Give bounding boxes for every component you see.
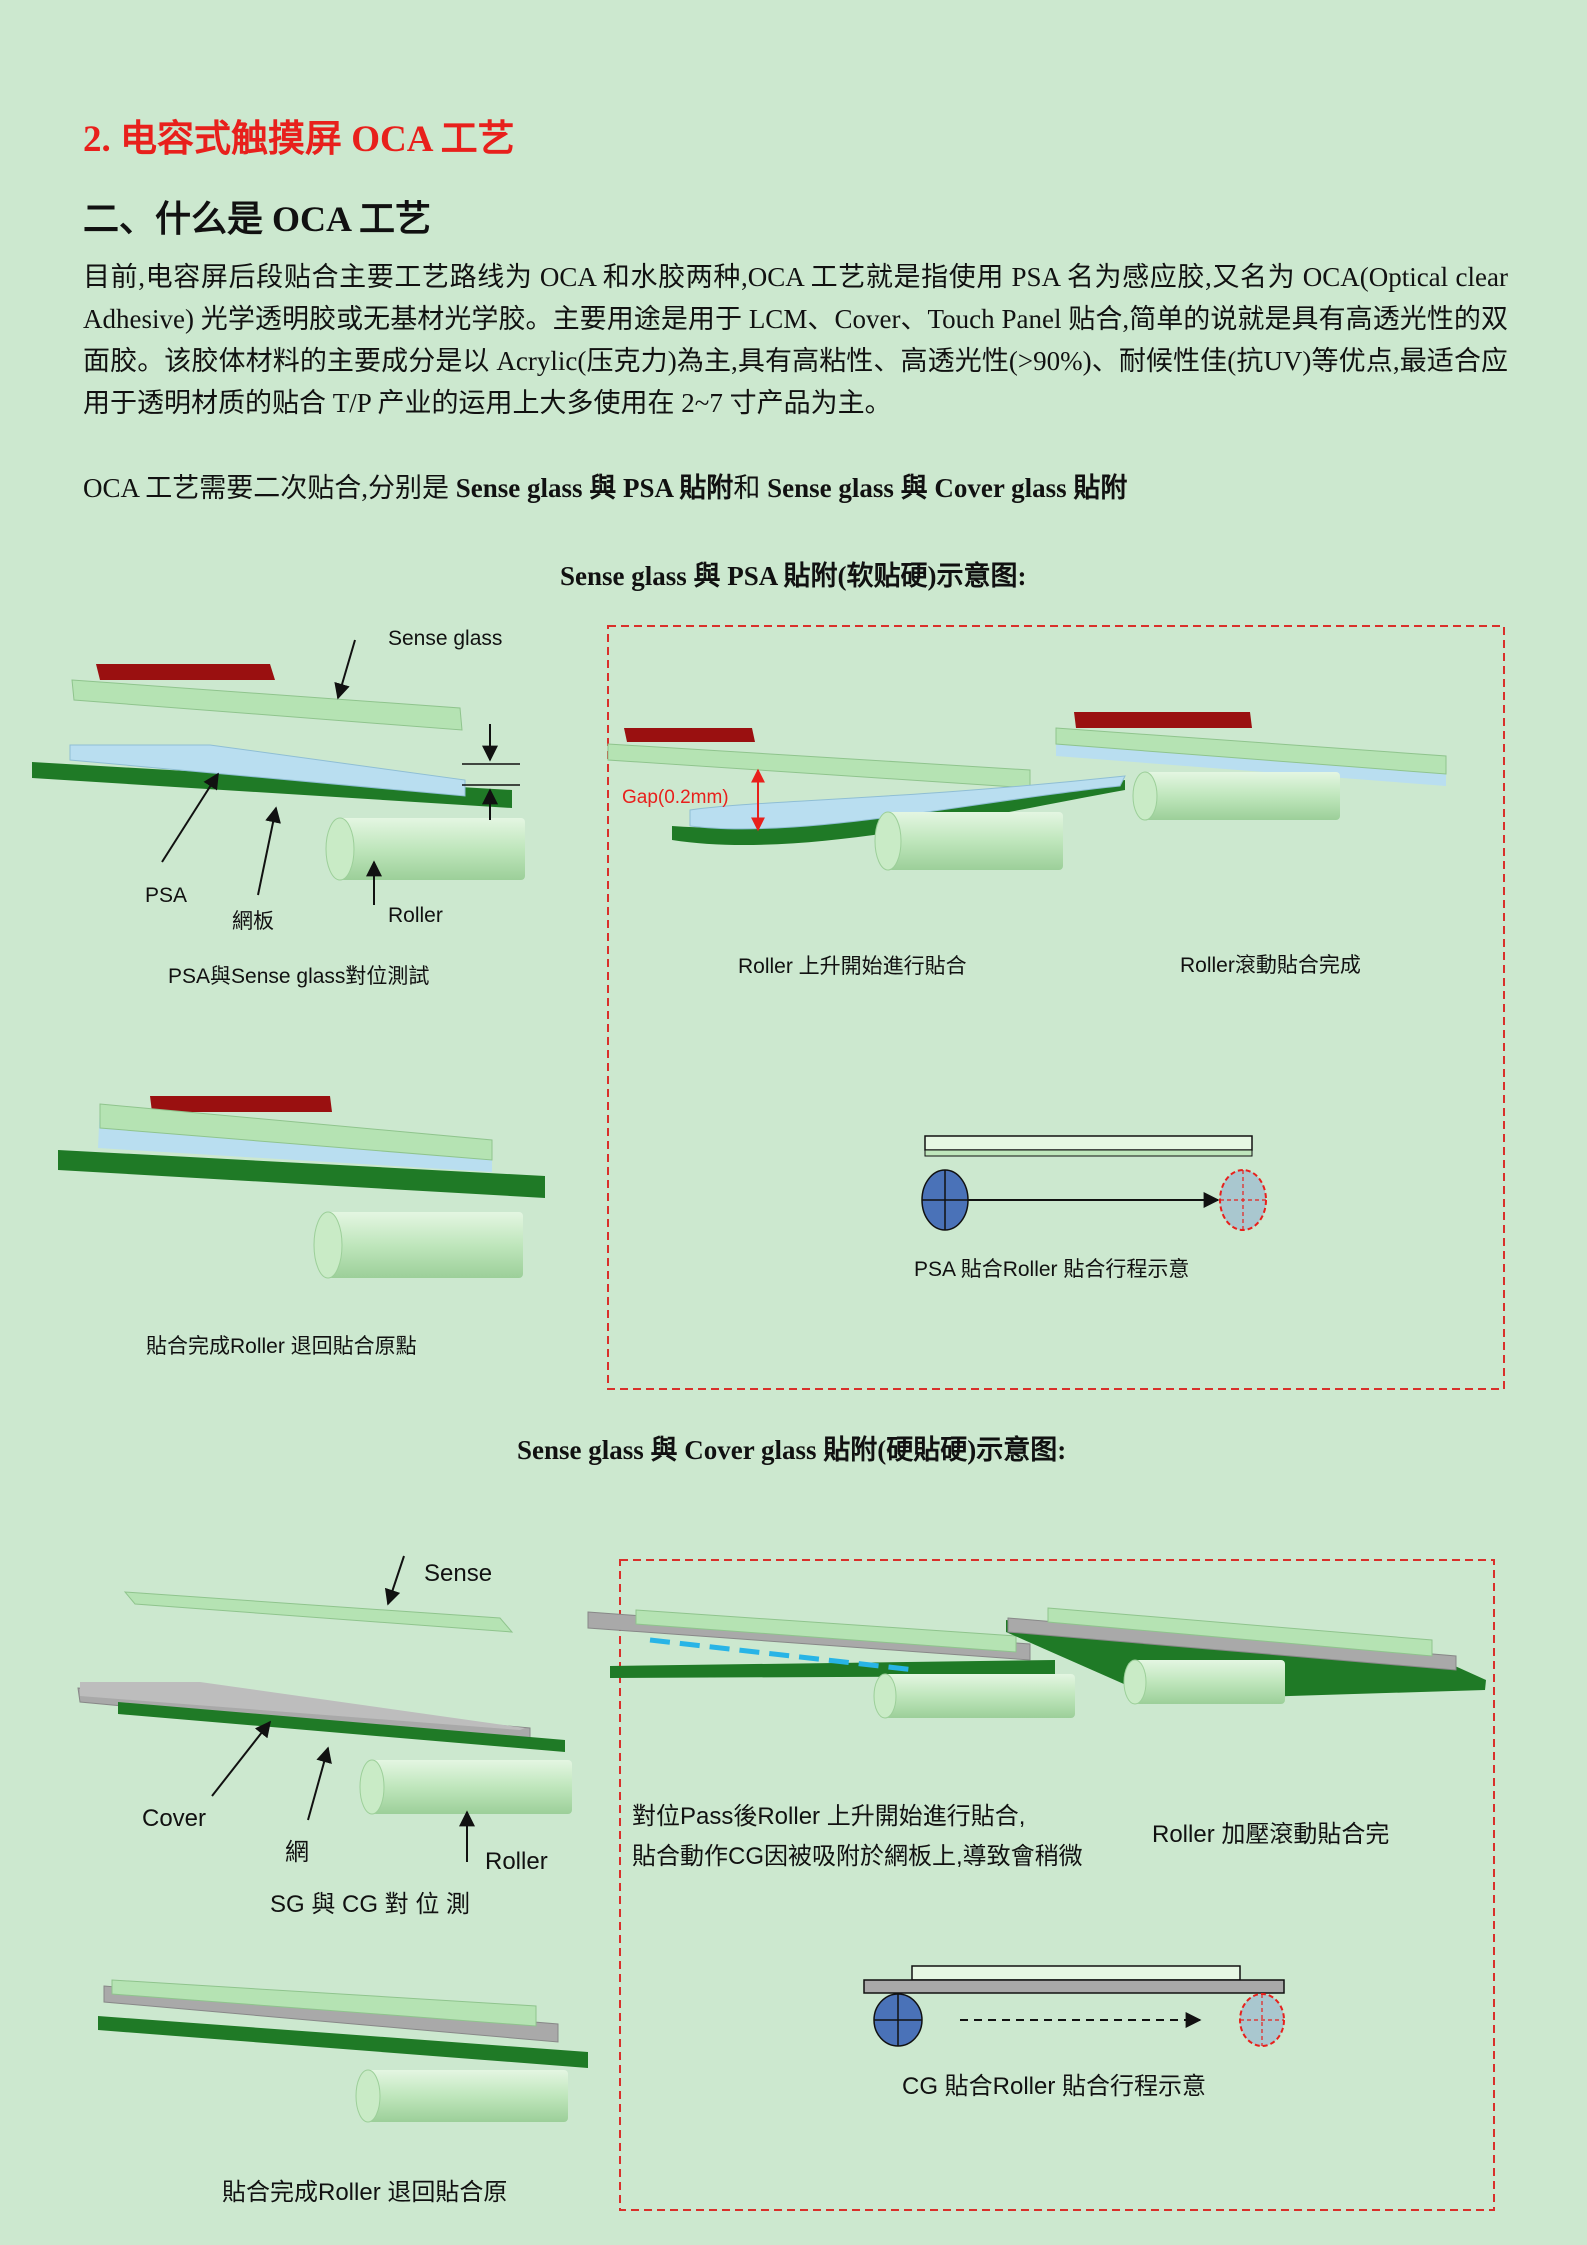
psa-roller-up-diagram	[607, 728, 1126, 871]
psa-process-box	[607, 625, 1505, 1390]
label-roller-up: Roller 上升開始進行貼合	[738, 955, 967, 978]
cg-align-diagram	[77, 1555, 572, 1862]
psa-align-diagram	[32, 639, 525, 905]
cg-process-box	[619, 1559, 1495, 2211]
label-roller2: Roller	[485, 1848, 548, 1875]
section-heading: 2. 电容式触摸屏 OCA 工艺	[83, 119, 515, 160]
process-mid: 和	[733, 473, 768, 503]
cg-roller-done-diagram	[1006, 1607, 1486, 1705]
label-sense-glass: Sense glass	[388, 627, 503, 650]
subsection-heading: 二、什么是 OCA 工艺	[83, 199, 432, 239]
psa-travel-diagram	[921, 1135, 1267, 1231]
process-part2: Sense glass 與 Cover glass 貼附	[767, 473, 1128, 503]
label-roller-done: Roller滾動貼合完成	[1180, 954, 1361, 977]
section2-caption: Sense glass 與 Cover glass 貼附(硬貼硬)示意图:	[517, 1435, 1067, 1465]
label-psa: PSA	[145, 884, 188, 907]
cg-roller-up-diagram	[587, 1609, 1075, 1719]
psa-return-diagram	[58, 1096, 545, 1279]
process-part1: Sense glass 與 PSA 貼附	[455, 473, 734, 503]
label-cover: Cover	[142, 1805, 207, 1832]
label-cg-return-origin: 貼合完成Roller 退回貼合原	[222, 2179, 508, 2206]
label-cg-align-test: SG 與 CG 對 位 測	[270, 1891, 471, 1918]
section1-caption: Sense glass 與 PSA 貼附(软贴硬)示意图:	[560, 561, 1027, 591]
cg-return-diagram	[98, 1979, 588, 2123]
note-line2: 貼合動作CG因被吸附於網板上,導致會稍微	[632, 1843, 1083, 1870]
label-gap: Gap(0.2mm)	[622, 787, 729, 808]
label-mesh: 網板	[232, 910, 274, 933]
intro-paragraph: 目前,电容屏后段贴合主要工艺路线为 OCA 和水胶两种,OCA 工艺就是指使用 …	[83, 262, 1508, 418]
label-cg-roller-done: Roller 加壓滾動貼合完	[1152, 1821, 1390, 1848]
cg-travel-diagram	[863, 1965, 1285, 2047]
label-mesh2: 網	[285, 1839, 309, 1866]
label-psa-travel: PSA 貼合Roller 貼合行程示意	[914, 1258, 1190, 1281]
label-sense: Sense	[424, 1560, 493, 1587]
roller-cylinder	[325, 817, 525, 881]
process-line: OCA 工艺需要二次贴合,分别是 Sense glass 與 PSA 貼附和 S…	[83, 466, 1127, 505]
label-align-test: PSA與Sense glass對位測試	[168, 965, 430, 988]
label-return-origin: 貼合完成Roller 退回貼合原點	[146, 1335, 417, 1358]
label-cg-travel: CG 貼合Roller 貼合行程示意	[902, 2073, 1207, 2100]
process-prefix: OCA 工艺需要二次贴合,分别是	[83, 473, 456, 503]
cg-roller-up-note: 對位Pass後Roller 上升開始進行貼合, 貼合動作CG因被吸附於網板上,導…	[632, 1797, 1152, 1891]
note-line1: 對位Pass後Roller 上升開始進行貼合,	[632, 1803, 1026, 1830]
psa-roller-done-diagram	[1055, 712, 1447, 821]
label-roller: Roller	[388, 904, 443, 927]
